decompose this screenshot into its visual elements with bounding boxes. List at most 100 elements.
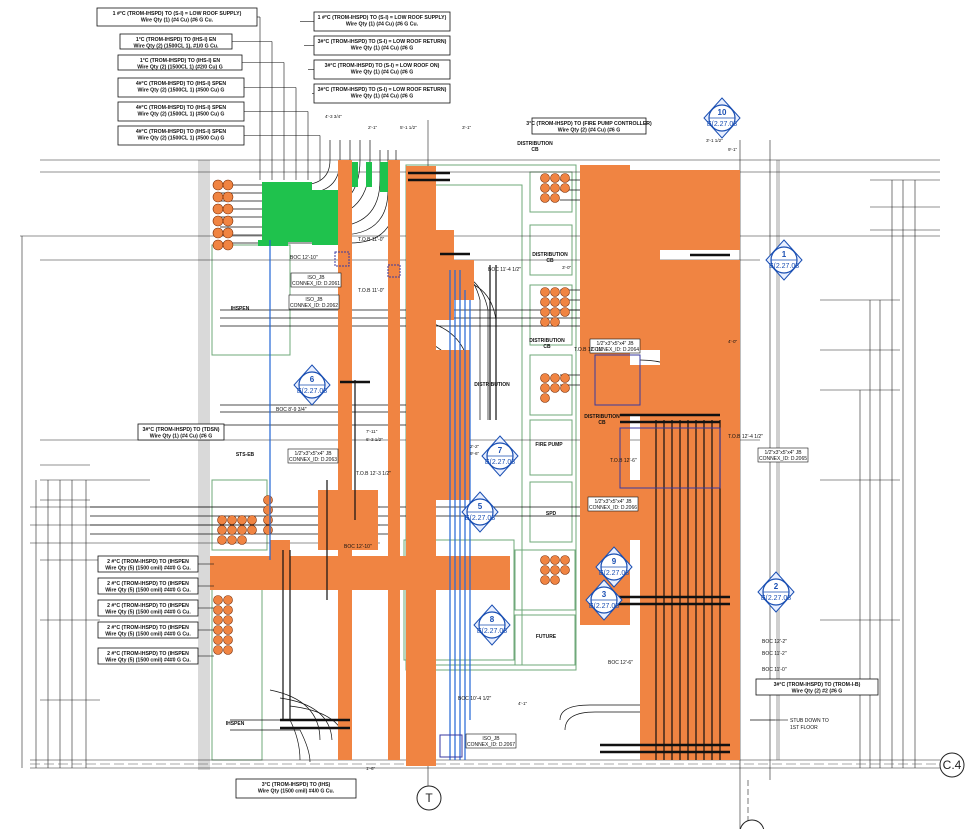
- section-tag-number: 2: [774, 582, 779, 591]
- grid-bubble-column: T: [416, 785, 442, 811]
- callout-bottom-center[interactable]: 3°C (TROM-IHSPD) TO (IHS)Wire Qty (1500 …: [235, 778, 357, 799]
- dimension-label: 3'-0": [562, 265, 572, 270]
- section-tag-2[interactable]: 2E(2.27.03: [757, 571, 795, 613]
- callout-left-mid[interactable]: 3#°C (TROM-IHSPD) TO (TDSN)Wire Qty (1) …: [137, 423, 225, 441]
- callout-fire-pump-box: [531, 117, 647, 135]
- callout-top-center-3[interactable]: 3#°C (TROM-IHSPD) TO (S-I) = LOW ROOF ON…: [313, 59, 451, 80]
- cable-racks: [282, 265, 721, 760]
- callout-top-center-1[interactable]: 1 #°C (TROM-IHSPD) TO (S-I) = LOW ROOF S…: [313, 11, 451, 32]
- section-tag-sheet-ref: E(2.27.03: [589, 603, 619, 610]
- section-tag-8[interactable]: 8E(2.27.03: [473, 604, 511, 646]
- callout-right-box: [755, 678, 879, 696]
- section-tag-number: 10: [718, 108, 727, 117]
- callout-bottom-center-box: [235, 778, 357, 799]
- dimension-label: 4'-3 3/4": [325, 114, 342, 119]
- jb-label-box: [290, 272, 342, 288]
- jb-label-box: [757, 447, 809, 463]
- room-distribution-2: [529, 224, 573, 276]
- dimension-label: 2'-2": [470, 444, 480, 449]
- callout-fire-pump[interactable]: 3°C (TROM-IHSPD) TO (FIRE PUMP CONTROLLE…: [526, 117, 652, 135]
- callout-top-left-1-text: 1 #°C (TROM-IHSPD) TO (S-I) = LOW ROOF S…: [113, 11, 242, 24]
- section-tag-number: 6: [310, 375, 315, 384]
- dimension-label: 4'-1": [518, 701, 528, 706]
- section-tag-number: 3: [602, 590, 607, 599]
- room-label-fire-pump: FIRE PUMP: [535, 442, 563, 448]
- room-sts-eb: [211, 479, 268, 551]
- section-tag-3[interactable]: 3E(2.27.03: [585, 579, 623, 621]
- jb-label-box: [589, 338, 641, 354]
- room-future: [514, 614, 576, 666]
- section-tag-6[interactable]: 6E(2.27.03: [293, 364, 331, 406]
- dimension-label: 3'-1 1/2": [706, 138, 723, 143]
- grid-bubble-row: C.4: [939, 752, 965, 778]
- elevation-label: BOC 11'-0": [762, 667, 787, 673]
- elevation-label: T.O.B 12'-6": [610, 458, 637, 464]
- room-distribution-3: [529, 284, 573, 346]
- dimension-label: 7'-11": [366, 429, 378, 434]
- dimension-label: 6'-3 1/2": [366, 437, 383, 442]
- straps: [280, 171, 730, 754]
- callout-top-center-4-text: 3#°C (TROM-IHSPD) TO (S-I) = LOW ROOF RE…: [318, 87, 447, 100]
- section-tag-number: 7: [498, 446, 503, 455]
- elevation-label: BOC 8'-9 3/4": [276, 407, 307, 413]
- room-spd: [529, 481, 573, 543]
- section-tag-sheet-ref: E(2.27.03: [707, 121, 737, 128]
- dimension-label: 3'-1": [462, 125, 472, 130]
- room-fire-pump: [529, 419, 573, 476]
- section-tag-9[interactable]: 9E(2.27.03: [595, 546, 633, 588]
- section-tag-5[interactable]: 5E(2.27.03: [461, 491, 499, 533]
- section-tag-sheet-ref: E(2.27.03: [769, 263, 799, 270]
- elevation-label: T.O.B 12'-4 1/2": [728, 434, 763, 440]
- elevation-label: BOC 12'-6": [608, 660, 633, 666]
- dimension-label: 9'-1": [728, 147, 738, 152]
- section-tag-sheet-ref: E(2.27.03: [465, 515, 495, 522]
- room-label-distribution-cb-4: DISTRIBUTION: [474, 382, 510, 388]
- section-tag-1[interactable]: 1E(2.27.03: [765, 239, 803, 281]
- callout-right[interactable]: 3#°C (TROM-IHSPD) TO (TROM-I-B)Wire Qty …: [755, 678, 879, 696]
- section-tag-sheet-ref: E(2.27.03: [477, 628, 507, 635]
- jb-label-box: [287, 448, 339, 464]
- callout-top-center-4[interactable]: 3#°C (TROM-IHSPD) TO (S-I) = LOW ROOF RE…: [313, 83, 451, 104]
- dimension-label: 2'-1": [368, 125, 378, 130]
- jb-label-box: [465, 733, 517, 749]
- elevation-label: BOC 12'-10": [290, 255, 318, 261]
- callout-left-mid-text: 3#°C (TROM-IHSPD) TO (TDSN)Wire Qty (1) …: [143, 427, 220, 440]
- dimension-label: 9'-6": [470, 451, 480, 456]
- elevation-label: BOC 11'-4 1/2": [488, 267, 521, 273]
- section-tag-number: 9: [612, 557, 617, 566]
- section-tag-number: 1: [782, 250, 787, 259]
- elevation-label: T.O.B 11'-0": [358, 237, 384, 243]
- section-tag-7[interactable]: 7E(2.27.03: [481, 435, 519, 477]
- section-tag-10[interactable]: 10E(2.27.03: [703, 97, 741, 139]
- callout-bottom-center-text: 3°C (TROM-IHSPD) TO (IHS)Wire Qty (1500 …: [258, 782, 335, 795]
- callout-fire-pump-text: 3°C (TROM-IHSPD) TO (FIRE PUMP CONTROLLE…: [526, 121, 652, 134]
- callout-left-mid-box: [137, 423, 225, 441]
